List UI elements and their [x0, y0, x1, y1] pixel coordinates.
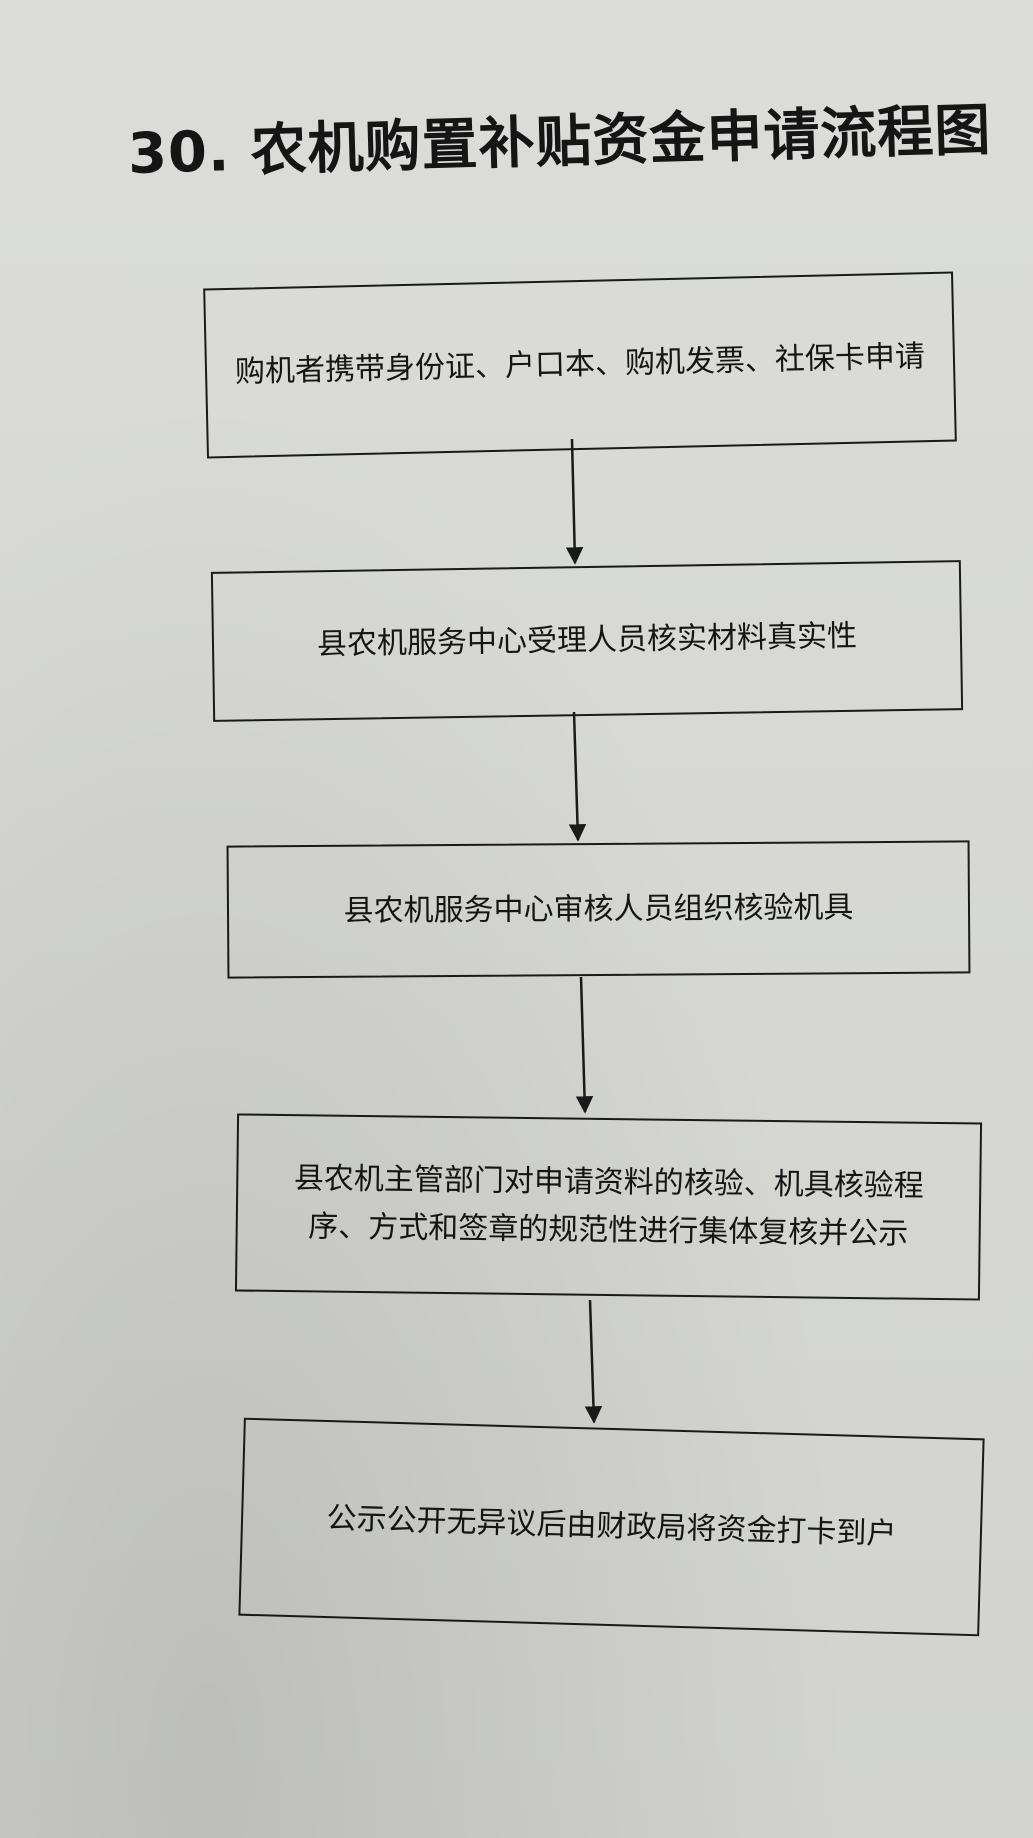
step-1-text: 购机者携带身份证、户口本、购机发票、社保卡申请 [234, 339, 926, 390]
step-3-text: 县农机服务中心审核人员组织核验机具 [343, 889, 854, 929]
step-1-box: 购机者携带身份证、户口本、购机发票、社保卡申请 [203, 271, 957, 459]
step-5-text: 公示公开无异议后由财政局将资金打卡到户 [326, 1501, 897, 1552]
step-4-box: 县农机主管部门对申请资料的核验、机具核验程序、方式和签章的规范性进行集体复核并公… [234, 1113, 983, 1301]
flowchart-title: 30. 农机购置补贴资金申请流程图 [127, 97, 993, 187]
arrow-3-to-4 [575, 976, 594, 1114]
step-5-box: 公示公开无异议后由财政局将资金打卡到户 [238, 1417, 985, 1637]
step-4-text: 县农机主管部门对申请资料的核验、机具核验程序、方式和签章的规范性进行集体复核并公… [293, 1161, 924, 1252]
arrow-1-to-2 [565, 438, 584, 565]
arrow-4-to-5 [584, 1299, 603, 1424]
step-2-text: 县农机服务中心受理人员核实材料真实性 [316, 618, 858, 663]
arrow-2-to-3 [568, 711, 587, 842]
step-3-box: 县农机服务中心审核人员组织核验机具 [226, 840, 971, 979]
step-2-box: 县农机服务中心受理人员核实材料真实性 [210, 560, 964, 722]
